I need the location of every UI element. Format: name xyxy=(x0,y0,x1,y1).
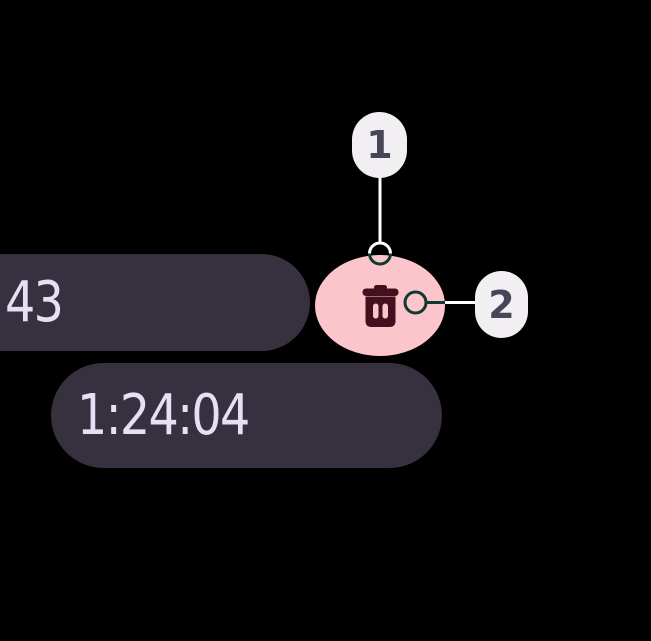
timer-remaining-text: 1:24:04 xyxy=(77,382,250,448)
trash-icon xyxy=(362,284,399,327)
callout-1-anchor-ring-top xyxy=(368,241,392,254)
callout-1-badge: 1 xyxy=(352,112,407,178)
callout-2-badge: 2 xyxy=(475,271,528,338)
callout-1-number: 1 xyxy=(366,123,393,167)
callout-2-number: 2 xyxy=(488,282,515,327)
timer-remaining-chip[interactable]: 1:24:04 xyxy=(51,363,442,468)
timer-duration-text: 43 xyxy=(5,269,64,335)
delete-timer-button[interactable] xyxy=(315,255,445,356)
timer-duration-chip[interactable]: 43 xyxy=(0,254,310,351)
